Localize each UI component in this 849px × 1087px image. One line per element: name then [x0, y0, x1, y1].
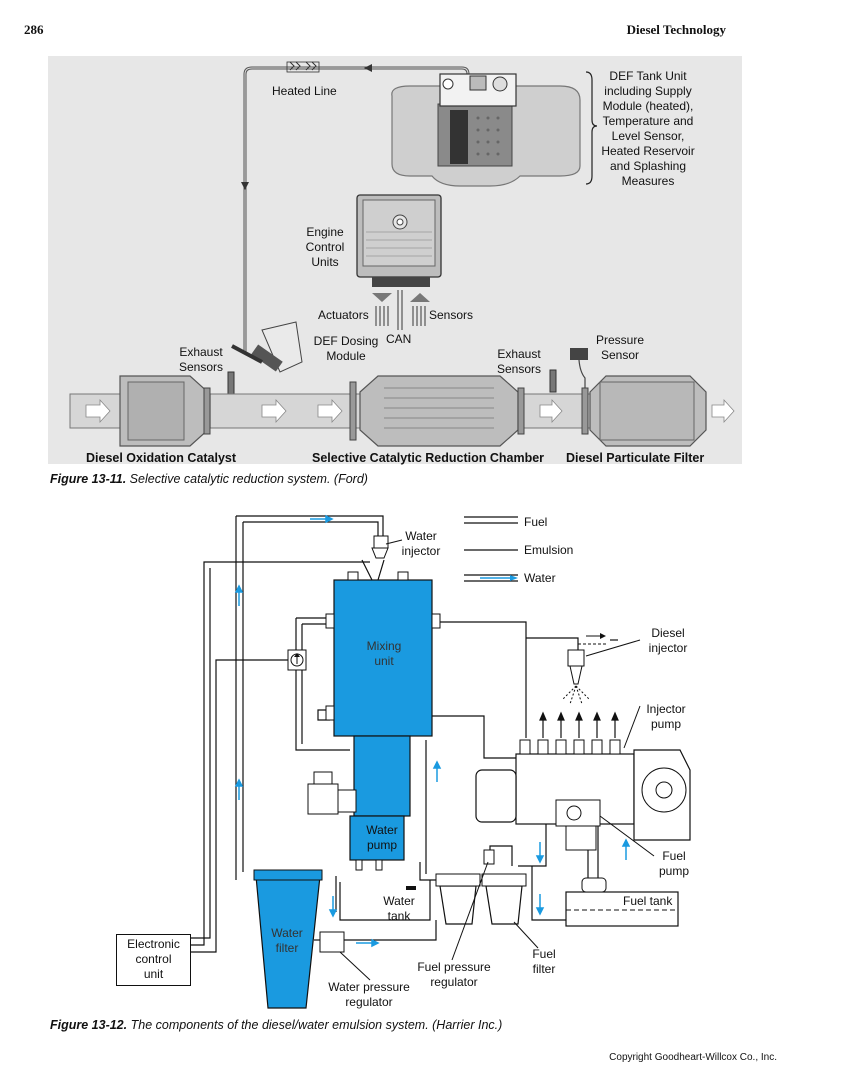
- can-label: CAN: [386, 332, 412, 346]
- water-pressure-regulator-label: Water pressure regulator: [328, 980, 410, 1009]
- dpf-label: Diesel Particulate Filter: [566, 451, 705, 465]
- heated-line-label: Heated Line: [272, 84, 337, 98]
- legend-emulsion: Emulsion: [524, 543, 574, 557]
- exhaust-sensors-left-label: Exhaust Sensors: [178, 345, 224, 374]
- sensors-label: Sensors: [429, 308, 474, 322]
- actuators-label: Actuators: [318, 308, 369, 322]
- page-number: 286: [24, 22, 44, 37]
- legend-fuel: Fuel: [524, 515, 548, 529]
- figure-13-11-illustration: [69, 61, 735, 447]
- copyright: Copyright Goodheart-Willcox Co., Inc.: [609, 1052, 777, 1063]
- engine-control-units-label: Engine Control Units: [305, 225, 345, 269]
- figure-13-12-illustration: [189, 514, 691, 1009]
- ecu-box: [116, 934, 191, 986]
- diesel-injector-label: Diesel injector: [648, 626, 688, 655]
- water-tank-label: Water tank: [383, 894, 415, 923]
- exhaust-sensors-right-label: Exhaust Sensors: [496, 347, 542, 376]
- fuel-pump-label: Fuel pump: [658, 849, 690, 878]
- def-tank-label: DEF Tank Unit including Supply Module (h…: [601, 69, 695, 188]
- def-dosing-module-label: DEF Dosing Module: [313, 334, 379, 363]
- water-pump-label: Water pump: [366, 823, 398, 852]
- water-filter-label: Water filter: [271, 926, 303, 955]
- water-injector-label: Water injector: [401, 529, 441, 558]
- legend-water: Water: [524, 571, 556, 585]
- ecu-label: Electronic control unit: [127, 937, 180, 981]
- pressure-sensor-label: Pressure Sensor: [595, 333, 645, 362]
- injector-pump-label: Injector pump: [646, 702, 686, 731]
- figure-13-11-caption: Figure 13-11. Selective catalytic reduct…: [50, 472, 368, 486]
- doc-label: Diesel Oxidation Catalyst: [86, 451, 237, 465]
- fuel-tank-label: Fuel tank: [623, 894, 673, 908]
- figure-13-12-caption: Figure 13-12. The components of the dies…: [50, 1018, 503, 1032]
- fuel-filter-label: Fuel filter: [532, 947, 556, 976]
- mixing-unit-label: Mixing unit: [366, 639, 402, 668]
- fuel-pressure-regulator-label: Fuel pressure regulator: [417, 960, 491, 989]
- running-title: Diesel Technology: [626, 22, 726, 37]
- scr-label: Selective Catalytic Reduction Chamber: [312, 451, 545, 465]
